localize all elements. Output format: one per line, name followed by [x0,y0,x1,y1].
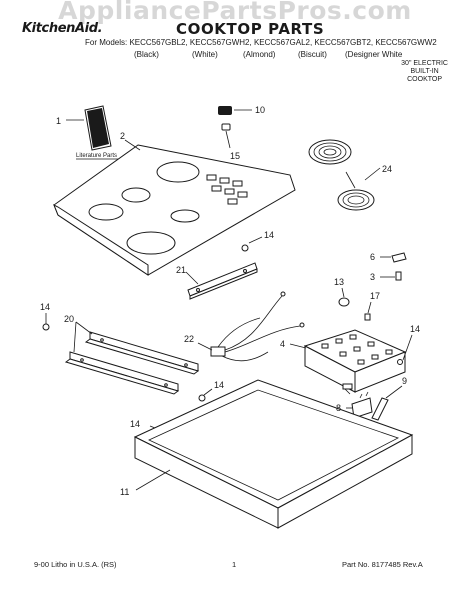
page-title: COOKTOP PARTS [176,20,325,38]
callout-8: 8 [336,403,341,413]
callout-15: 15 [230,151,240,161]
callout-2: 2 [120,131,125,141]
control-box [289,329,413,393]
callout-14-bottom: 14 [130,419,140,429]
cooktop-bottom-pan [133,379,414,529]
cooktop-description: 30" ELECTRIC BUILT-IN COOKTOP [401,60,448,84]
variant-white: (White) [192,50,218,59]
literature-booklet [66,105,112,151]
callout-14-top: 14 [264,230,274,240]
cooktop-desc-line: 30" ELECTRIC [401,60,448,67]
brand-logo: KitchenAid. [22,21,103,36]
callout-21: 21 [176,265,186,275]
callout-4: 4 [280,339,285,349]
callout-17: 17 [370,291,380,301]
callout-14-left: 14 [40,302,50,312]
callout-20: 20 [64,314,74,324]
callout-9: 9 [402,376,407,386]
callout-22: 22 [184,334,194,344]
callout-10: 10 [255,105,265,115]
variant-almond: (Almond) [243,50,276,59]
variant-designer-white: (Designer White [345,50,403,59]
variant-biscuit: (Biscuit) [298,50,327,59]
side-rails [64,321,200,395]
footer-page-number: 1 [232,560,237,569]
cooktop-desc-line: COOKTOP [407,76,443,83]
variant-black: (Black) [134,50,159,59]
wire-harness [197,291,305,362]
small-hardware [338,252,407,321]
literature-parts-label: Literature Parts [76,153,117,159]
cooktop-desc-line: BUILT-IN [410,68,439,75]
models-line: For Models: KECC567GBL2, KECC567GWH2, KE… [85,38,437,47]
control-touchpad [206,174,248,205]
callout-14-center: 14 [214,380,224,390]
callout-3: 3 [370,272,375,282]
callout-11: 11 [120,487,129,497]
glass-cooktop [53,139,296,276]
radiant-surface-elements [308,139,381,211]
footer-part-number: Part No. 8177485 Rev.A [342,560,423,569]
watermark: AppliancePartsPros.com [58,0,412,25]
callout-1: 1 [56,116,61,126]
callout-6: 6 [370,252,375,262]
footer-litho: 9-00 Litho in U.S.A. (RS) [34,560,117,569]
mounting-bracket [185,236,263,300]
callout-24: 24 [382,164,392,174]
control-knob [218,106,252,149]
relay-and-fuse [342,383,403,421]
callout-14-right: 14 [410,324,420,334]
callout-13: 13 [334,277,344,287]
